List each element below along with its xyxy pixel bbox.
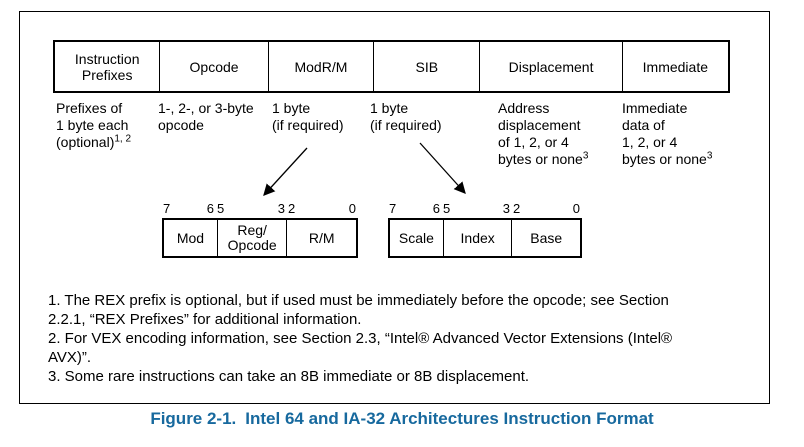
field-label: R/M [308, 229, 335, 246]
bit-label: 0 [572, 201, 580, 216]
modrm-field-reg-opcode: Reg/ Opcode [216, 220, 287, 256]
field-label: Instruction Prefixes [74, 50, 140, 83]
field-sib: SIB [373, 42, 479, 91]
bit-label: 6 [432, 201, 440, 216]
modrm-field-rm: R/M [286, 220, 356, 256]
sib-byte-box: Scale Index Base [388, 218, 582, 258]
bit-segment: 5 3 [442, 202, 512, 216]
field-modrm: ModR/M [267, 42, 373, 91]
caption-label: Figure 2-1. [150, 409, 237, 428]
desc-text: Address displacement of 1, 2, or 4 bytes… [498, 100, 583, 167]
desc-prefixes: Prefixes of 1 byte each (optional)1, 2 [56, 100, 160, 151]
modrm-bit-numbers: 7 6 5 3 2 0 [162, 202, 358, 216]
field-label: Scale [398, 229, 434, 246]
field-label: Immediate [642, 58, 708, 75]
bit-label: 7 [163, 201, 171, 216]
field-label: Reg/ Opcode [227, 222, 277, 253]
bit-segment: 2 0 [512, 202, 582, 216]
bit-label: 2 [513, 201, 521, 216]
caption-title: Intel 64 and IA-32 Architectures Instruc… [245, 409, 654, 428]
figure-caption: Figure 2-1. Intel 64 and IA-32 Architectu… [0, 407, 804, 431]
desc-opcode: 1-, 2-, or 3-byte opcode [158, 100, 274, 134]
field-label: ModR/M [294, 58, 348, 75]
desc-immediate: Immediate data of 1, 2, or 4 bytes or no… [622, 100, 732, 168]
bit-label: 0 [348, 201, 356, 216]
desc-text: Prefixes of 1 byte each (optional) [56, 100, 129, 150]
footnote-ref: 3 [706, 150, 713, 162]
modrm-byte-box: Mod Reg/ Opcode R/M [162, 218, 358, 258]
footnotes: 1. The REX prefix is optional, but if us… [48, 291, 770, 386]
field-label: Mod [176, 229, 205, 246]
field-label: Opcode [189, 58, 239, 75]
bit-label: 7 [389, 201, 397, 216]
modrm-field-mod: Mod [164, 220, 217, 256]
bit-segment: 2 0 [287, 202, 358, 216]
bit-segment: 7 6 [162, 202, 216, 216]
footnote-2: 2. For VEX encoding information, see Sec… [48, 330, 673, 366]
footnote-ref: 3 [582, 150, 589, 162]
desc-text: Immediate data of 1, 2, or 4 bytes or no… [622, 100, 707, 167]
field-immediate: Immediate [621, 42, 728, 91]
sib-bit-numbers: 7 6 5 3 2 0 [388, 202, 582, 216]
footnote-3: 3. Some rare instructions can take an 8B… [48, 368, 530, 385]
bit-segment: 5 3 [216, 202, 287, 216]
sib-field-base: Base [511, 220, 580, 256]
field-label: Base [530, 229, 563, 246]
field-instruction-prefixes: Instruction Prefixes [55, 42, 159, 91]
field-label: Displacement [508, 58, 594, 75]
desc-displacement: Address displacement of 1, 2, or 4 bytes… [498, 100, 616, 168]
sib-field-index: Index [442, 220, 512, 256]
field-label: Index [460, 229, 495, 246]
desc-text: 1 byte (if required) [272, 100, 344, 133]
bit-segment: 7 6 [388, 202, 442, 216]
footnote-ref: 1, 2 [114, 133, 132, 145]
desc-modrm: 1 byte (if required) [272, 100, 370, 134]
bit-label: 2 [288, 201, 296, 216]
instruction-format-row: Instruction Prefixes Opcode ModR/M SIB D… [53, 40, 730, 93]
bit-label: 3 [502, 201, 510, 216]
bit-label: 5 [443, 201, 451, 216]
desc-text: 1 byte (if required) [370, 100, 442, 133]
field-label: SIB [415, 58, 439, 75]
field-opcode: Opcode [159, 42, 267, 91]
bit-label: 5 [217, 201, 225, 216]
field-displacement: Displacement [479, 42, 621, 91]
bit-label: 3 [277, 201, 285, 216]
bit-label: 6 [206, 201, 214, 216]
footnote-1: 1. The REX prefix is optional, but if us… [48, 292, 669, 328]
desc-sib: 1 byte (if required) [370, 100, 468, 134]
desc-text: 1-, 2-, or 3-byte opcode [158, 100, 254, 133]
sib-field-scale: Scale [390, 220, 443, 256]
